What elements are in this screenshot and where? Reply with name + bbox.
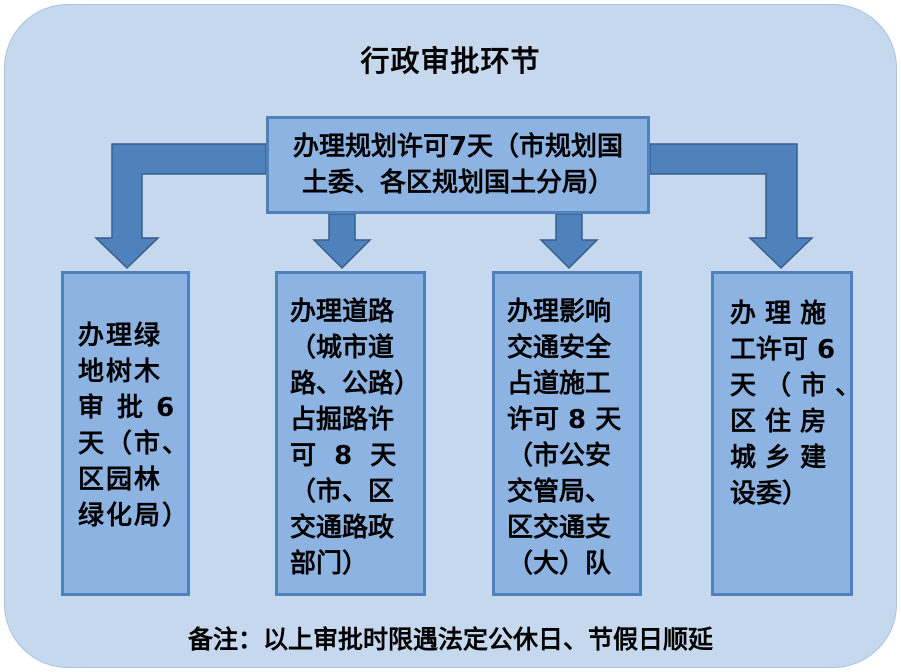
road-excavation-text: 办理道路 （城市道 路、公路） 占掘路许 可 8 天 （市、区 交通路政 部门）	[290, 297, 421, 579]
road-excavation-box: 办理道路 （城市道 路、公路） 占掘路许 可 8 天 （市、区 交通路政 部门）	[275, 271, 426, 596]
arrow-to-box-2	[312, 213, 372, 270]
footnote: 备注：以上审批时限遇法定公休日、节假日顺延	[187, 625, 713, 654]
arrow-to-box-1	[94, 143, 267, 270]
construction-permit-text: 办 理 施 工许可 6 天 （ 市 、 区 住 房 城 乡 建 设委）	[730, 299, 862, 509]
greenland-trees-box: 办理绿 地树木 审 批 6 天（市、 区园林 绿化局）	[61, 271, 190, 596]
arrow-to-box-4	[649, 143, 814, 270]
arrow-to-box-3	[539, 213, 599, 270]
planning-permit-box: 办理规划许可7天（市规划国 土委、各区规划国土分局）	[266, 116, 650, 214]
diagram-title: 行政审批环节	[360, 44, 541, 78]
greenland-trees-text: 办理绿 地树木 审 批 6 天（市、 区园林 绿化局）	[78, 321, 191, 531]
traffic-occupation-box: 办理影响 交通安全 占道施工 许可 8 天 （市公安 交管局、 区交通支 （大）…	[492, 271, 642, 596]
construction-permit-box: 办 理 施 工许可 6 天 （ 市 、 区 住 房 城 乡 建 设委）	[711, 271, 861, 596]
planning-permit-text: 办理规划许可7天（市规划国 土委、各区规划国土分局）	[292, 132, 624, 198]
traffic-occupation-text: 办理影响 交通安全 占道施工 许可 8 天 （市公安 交管局、 区交通支 （大）…	[507, 297, 622, 579]
